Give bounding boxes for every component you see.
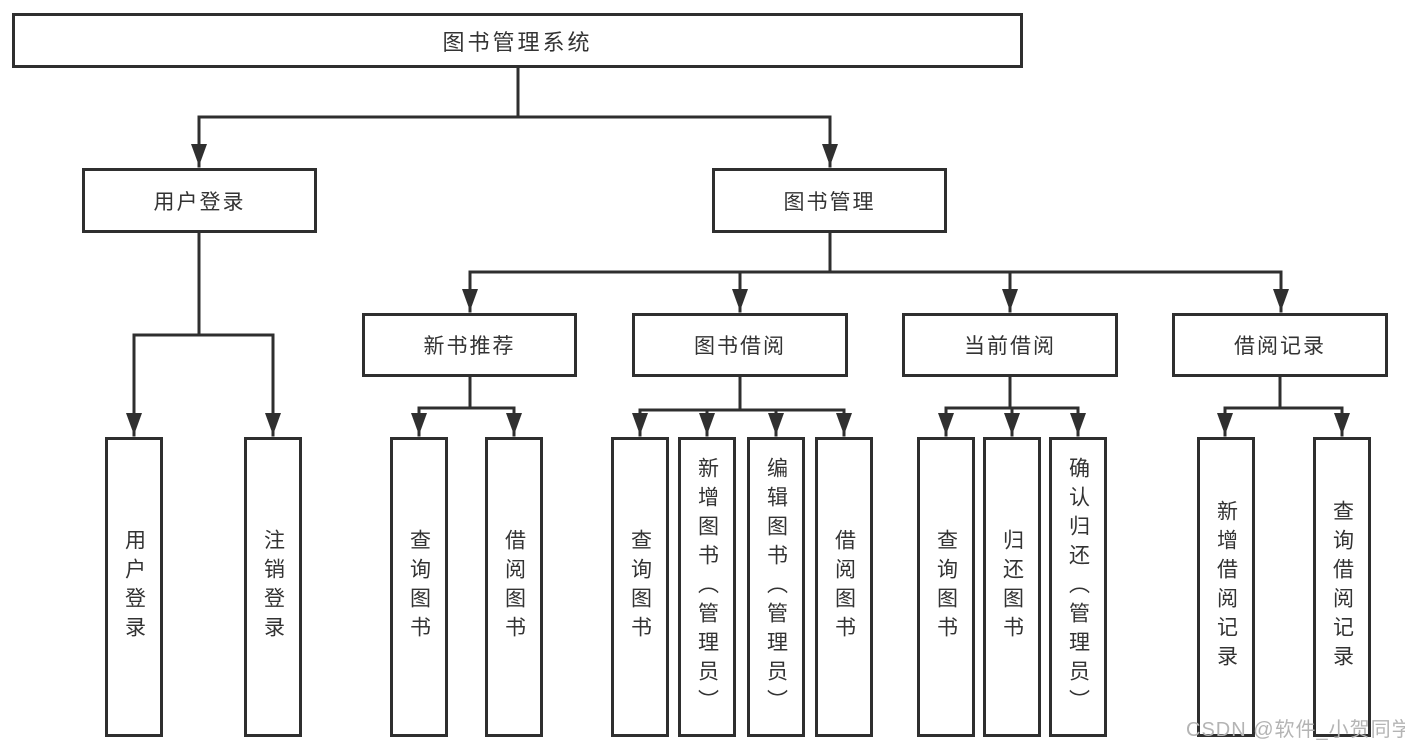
node-logout-leaf: 注销登录	[244, 437, 302, 737]
node-book-management: 图书管理	[712, 168, 947, 233]
csdn-watermark: CSDN @软件_小贺同学	[1186, 719, 1405, 741]
node-add-borrow-record: 新增借阅记录	[1197, 437, 1255, 737]
node-return-book: 归还图书	[983, 437, 1041, 737]
node-edit-book-admin: 编辑图书（管理员）	[747, 437, 805, 737]
node-query-books-borrow: 查询图书	[611, 437, 669, 737]
node-query-borrow-record: 查询借阅记录	[1313, 437, 1371, 737]
node-current-borrow: 当前借阅	[902, 313, 1118, 377]
node-query-books-recommend: 查询图书	[390, 437, 448, 737]
node-user-login: 用户登录	[82, 168, 317, 233]
node-user-login-leaf: 用户登录	[105, 437, 163, 737]
node-add-book-admin: 新增图书（管理员）	[678, 437, 736, 737]
node-library-system: 图书管理系统	[12, 13, 1023, 68]
node-borrow-books-leaf: 借阅图书	[815, 437, 873, 737]
node-query-books-current: 查询图书	[917, 437, 975, 737]
node-borrow-records: 借阅记录	[1172, 313, 1388, 377]
node-confirm-return-admin: 确认归还（管理员）	[1049, 437, 1107, 737]
node-new-book-recommend: 新书推荐	[362, 313, 577, 377]
node-book-borrow: 图书借阅	[632, 313, 848, 377]
node-borrow-books-recommend: 借阅图书	[485, 437, 543, 737]
